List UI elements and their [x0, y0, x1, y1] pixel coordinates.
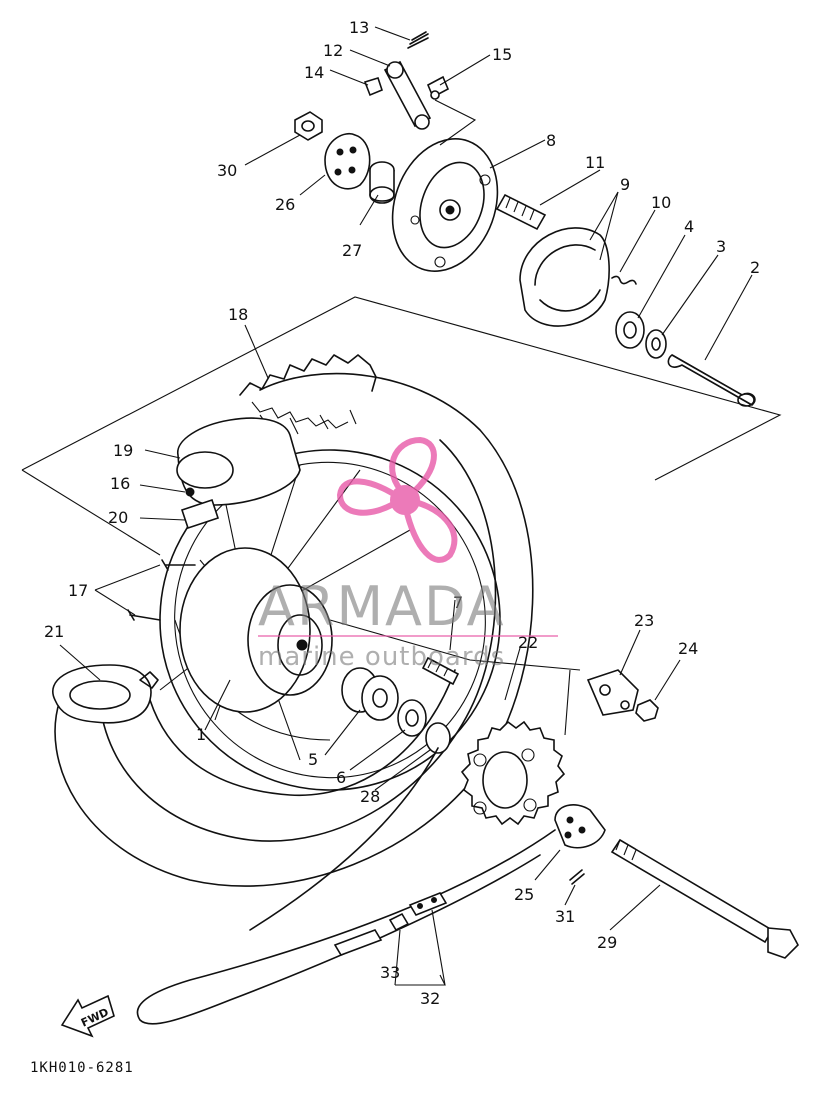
callout-1: 1 — [196, 725, 206, 744]
callout-6: 6 — [336, 768, 346, 787]
callout-2: 2 — [750, 258, 760, 277]
axle-nut-top — [294, 111, 323, 141]
callout-21: 21 — [44, 622, 64, 641]
callout-33: 33 — [380, 963, 400, 982]
propeller-logo-icon — [336, 436, 458, 563]
callout-32: 32 — [420, 989, 440, 1008]
callout-4: 4 — [684, 217, 694, 236]
wheel-bearing-5 — [341, 667, 399, 721]
leader-lines — [59, 26, 753, 931]
callout-28: 28 — [360, 787, 380, 806]
callout-31: 31 — [555, 907, 575, 926]
callout-13: 13 — [349, 18, 369, 37]
drive-sprocket-small — [324, 133, 371, 190]
collar-28 — [425, 722, 451, 754]
callout-7: 7 — [453, 593, 463, 612]
callout-29: 29 — [597, 933, 617, 952]
callout-9: 9 — [620, 175, 630, 194]
rear-sprocket — [460, 720, 566, 826]
callout-numbers: 13 12 14 15 8 11 9 10 4 3 2 30 26 27 18 … — [44, 18, 760, 1008]
callout-17: 17 — [68, 581, 88, 600]
callout-22: 22 — [518, 633, 538, 652]
brake-lever — [363, 31, 450, 130]
chain-adjuster-25 — [554, 804, 606, 849]
callout-26: 26 — [275, 195, 295, 214]
clip-33 — [388, 912, 410, 932]
nut-24 — [635, 699, 659, 722]
fwd-arrow: FWD — [60, 994, 115, 1038]
bearing-4 — [615, 311, 645, 349]
watermark-tagline: marine outboards — [258, 642, 505, 672]
callout-15: 15 — [492, 45, 512, 64]
diagram-code: 1KH010-6281 — [30, 1060, 134, 1076]
callout-3: 3 — [716, 237, 726, 256]
chain-puller-23 — [586, 669, 639, 716]
callout-30: 30 — [217, 161, 237, 180]
callout-8: 8 — [546, 131, 556, 150]
callout-19: 19 — [113, 441, 133, 460]
bolt-31 — [569, 869, 585, 885]
rear-axle — [610, 838, 799, 959]
watermark-brand: ARMADA — [258, 575, 506, 638]
camshaft — [495, 193, 547, 231]
callout-27: 27 — [342, 241, 362, 260]
hub — [179, 547, 333, 713]
oil-seal-6 — [397, 699, 427, 737]
stud-bolt-7 — [421, 656, 460, 686]
callout-10: 10 — [651, 193, 671, 212]
brake-shoe-plate — [391, 138, 499, 272]
oil-seal-3 — [645, 329, 667, 359]
callout-16: 16 — [110, 474, 130, 493]
callout-23: 23 — [634, 611, 654, 630]
callout-24: 24 — [678, 639, 698, 658]
callout-11: 11 — [585, 153, 605, 172]
armada-watermark: ARMADA marine outboards — [258, 436, 558, 672]
chain-link-left — [333, 929, 383, 956]
spacer-collar — [369, 161, 395, 204]
inner-tube — [52, 664, 159, 724]
group-boundaries — [21, 99, 782, 986]
callout-25: 25 — [514, 885, 534, 904]
callout-12: 12 — [323, 41, 343, 60]
drive-chain — [136, 747, 556, 1025]
callout-5: 5 — [308, 750, 318, 769]
spacer-tube-2 — [667, 354, 756, 407]
brake-shoes — [519, 227, 610, 327]
tube-and-band — [176, 417, 301, 530]
callout-20: 20 — [108, 508, 128, 527]
callout-14: 14 — [304, 63, 324, 82]
brake-spring — [611, 275, 637, 285]
callout-18: 18 — [228, 305, 248, 324]
chain-joint-32 — [408, 892, 448, 916]
